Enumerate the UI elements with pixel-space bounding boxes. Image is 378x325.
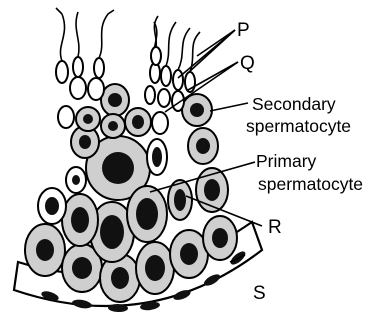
label-secondary-line2: spermatocyte bbox=[246, 116, 351, 136]
label-secondary-line1: Secondary bbox=[252, 94, 336, 114]
label-p: P bbox=[237, 20, 250, 41]
label-q: Q bbox=[240, 53, 255, 74]
label-r: R bbox=[268, 217, 282, 238]
label-primary-line1: Primary bbox=[256, 151, 317, 171]
diagram-labels: P Q Secondary spermatocyte Primary sperm… bbox=[237, 20, 363, 304]
label-s: S bbox=[253, 283, 266, 304]
label-primary-line2: spermatocyte bbox=[258, 174, 363, 194]
